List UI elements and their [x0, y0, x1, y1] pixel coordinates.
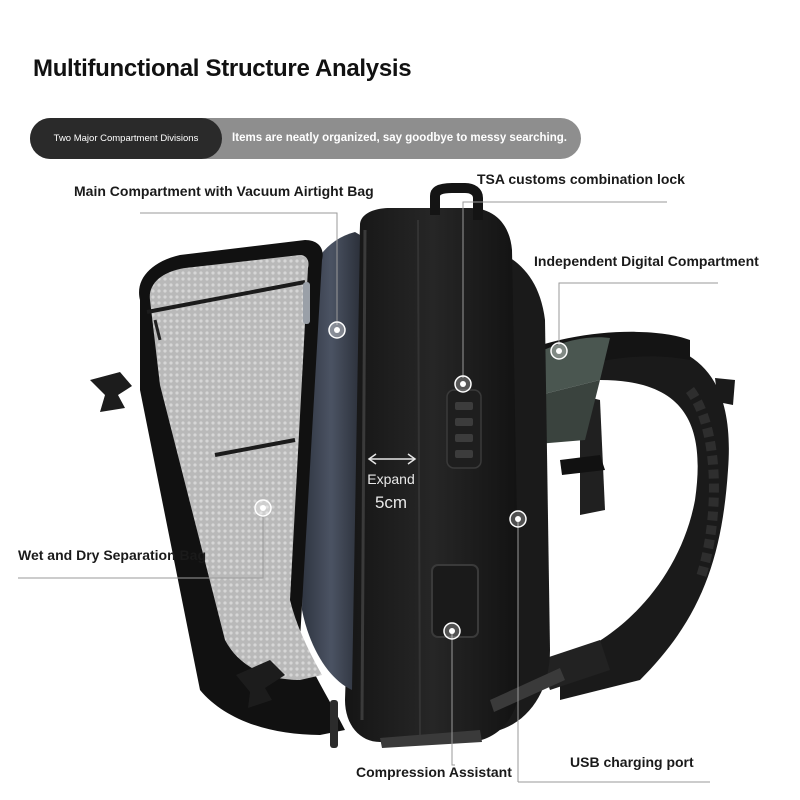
info-pill-left-segment — [30, 118, 222, 159]
info-pill-left-text: Two Major Compartment Divisions — [53, 133, 199, 144]
expand-arrow-icon — [367, 453, 417, 465]
callout-tsa-lock: TSA customs combination lock — [477, 171, 685, 187]
side-clip-top — [90, 372, 132, 412]
info-pill-right-text: Items are neatly organized, say goodbye … — [232, 132, 567, 144]
callout-digital-compartment: Independent Digital Compartment — [534, 253, 759, 269]
open-front-panel — [139, 240, 345, 735]
expand-label: Expand — [367, 471, 414, 487]
callout-leaders — [18, 201, 718, 783]
callout-main-compartment: Main Compartment with Vacuum Airtight Ba… — [74, 183, 374, 199]
reflective-strip — [380, 730, 482, 748]
zipper-pull — [330, 700, 338, 748]
usb-port-pocket — [431, 564, 479, 638]
top-handle — [430, 183, 483, 220]
tsa-lock — [446, 389, 482, 469]
callout-wet-dry-bag: Wet and Dry Separation Bag — [18, 547, 207, 563]
callout-markers — [254, 321, 568, 640]
expand-value: 5cm — [375, 493, 407, 512]
page-title: Multifunctional Structure Analysis — [33, 55, 412, 82]
strap-buckle — [715, 378, 735, 405]
side-clip-bottom — [236, 660, 285, 708]
callout-compression: Compression Assistant — [356, 764, 512, 780]
callout-usb-port: USB charging port — [570, 754, 694, 770]
